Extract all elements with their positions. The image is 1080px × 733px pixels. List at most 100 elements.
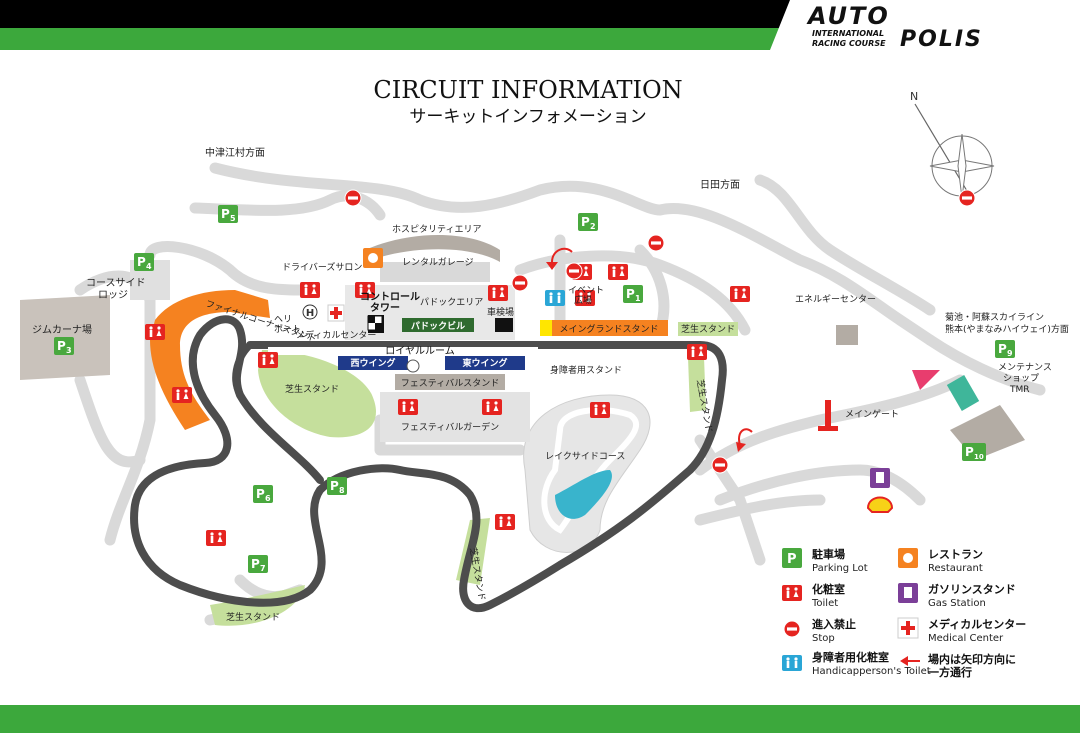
legend-handicap-toilet: 身障者用化粧室 Handicapperson's Toilet [782, 650, 931, 677]
svg-text:P: P [998, 342, 1007, 356]
logo-backdrop [770, 0, 1080, 50]
svg-text:1: 1 [635, 294, 641, 303]
royal-room-bar [268, 347, 538, 355]
race-track [130, 315, 727, 613]
parking-icon [782, 548, 802, 568]
rental-garage-block [380, 262, 490, 282]
logo-auto: AUTO [806, 2, 890, 30]
one-way-arrow-north-head [546, 262, 558, 270]
label-event-plaza-1: イベント [568, 286, 604, 296]
west-wing-box [338, 356, 408, 370]
one-way-arrow-north [551, 247, 573, 263]
svg-text:5: 5 [230, 214, 236, 223]
heliport-symbol: H [306, 308, 314, 319]
royal-room-label: ロイヤルルーム [385, 345, 454, 357]
grass-stand-main-area [678, 322, 738, 336]
legend: P 駐車場 Parking Lot レストラン Restaurant 化粧室 T… [782, 547, 1026, 679]
royal-room-roundel [406, 359, 420, 373]
svg-text:Handicapperson's Toilet: Handicapperson's Toilet [812, 666, 931, 677]
svg-text:P: P [965, 445, 974, 459]
label-rental-garage: レンタルガレージ [402, 257, 474, 268]
svg-text:ガソリンスタンド: ガソリンスタンド [928, 582, 1016, 596]
logo-tagline-1: INTERNATIONAL [812, 29, 884, 38]
handicap-toilet-marker [545, 290, 565, 306]
label-inspection: 車検場 [487, 306, 514, 318]
svg-text:駐車場: 駐車場 [812, 547, 845, 561]
label-drivers-salon: ドライバーズサロン [282, 261, 362, 273]
label-control-tower-2: タワー [370, 302, 400, 314]
legend-parking: P 駐車場 Parking Lot [782, 547, 868, 574]
svg-text:場内は矢印方向に: 場内は矢印方向に [928, 652, 1016, 666]
heliport-icon [302, 304, 318, 320]
svg-text:Restaurant: Restaurant [928, 563, 983, 574]
race-track-inner [232, 342, 253, 397]
main-gate-triangle [912, 370, 940, 390]
svg-text:Gas Station: Gas Station [928, 598, 986, 609]
logo-polis: POLIS [900, 27, 983, 52]
svg-text:P: P [787, 552, 797, 567]
svg-text:Stop: Stop [812, 633, 835, 644]
legend-restaurant: レストラン Restaurant [898, 548, 983, 574]
svg-text:8: 8 [339, 486, 345, 495]
svg-text:P: P [57, 339, 66, 353]
label-maintenance-2: ショップ [1003, 373, 1039, 384]
label-main-gate: メインゲート [845, 408, 899, 420]
svg-text:Parking Lot: Parking Lot [812, 563, 868, 574]
direction-nakatsue: 中津江村方面 [205, 146, 265, 159]
label-gymkhana: ジムカーナ場 [32, 323, 92, 336]
label-maintenance-3: TMR [1009, 385, 1030, 395]
svg-text:Medical Center: Medical Center [928, 633, 1004, 644]
label-festival-stand: フェスティバルスタンド [401, 378, 499, 389]
label-paddock-area: パドックエリア [420, 297, 483, 308]
svg-text:化粧室: 化粧室 [812, 582, 845, 596]
label-heliport-2: ポート [274, 324, 301, 335]
one-way-arrow-east [738, 428, 753, 446]
label-maintenance-1: メンテナンス [998, 362, 1052, 373]
svg-text:4: 4 [146, 262, 152, 271]
svg-text:10: 10 [974, 453, 984, 461]
compass-north: N [910, 90, 918, 103]
legend-one-way: 場内は矢印方向に 一方通行 [900, 652, 1016, 679]
label-heliport-1: ヘリ [274, 315, 292, 325]
label-event-plaza-2: 広場 [574, 294, 592, 306]
east-wing-box [445, 356, 525, 370]
logo-tagline-2: RACING COURSE [812, 39, 886, 48]
one-way-arrow-east-head [736, 442, 746, 452]
label-medical-center: メディカルセンター [296, 329, 376, 341]
direction-hita: 日田方面 [700, 178, 740, 191]
paddock-bldg-block [402, 318, 474, 332]
inspection-block [495, 318, 513, 332]
handicap-toilet-icon [782, 655, 802, 671]
gas-station-marker [870, 468, 890, 488]
svg-text:メディカルセンター: メディカルセンター [928, 617, 1026, 631]
label-lodge-2: ロッジ [98, 290, 128, 301]
hospitality-roof [365, 235, 500, 262]
restaurant-marker [363, 248, 383, 268]
svg-text:P: P [137, 255, 146, 269]
area-shapes [20, 235, 1025, 626]
main-gate-marker [825, 400, 831, 430]
svg-text:P: P [581, 215, 590, 229]
label-lakeside-course: レイクサイドコース [545, 451, 625, 462]
label-lodge-1: コースサイド [86, 277, 146, 289]
svg-text:3: 3 [66, 346, 72, 355]
east-wing-label: 東ウイング [462, 357, 507, 369]
svg-text:一方通行: 一方通行 [928, 665, 972, 679]
svg-text:7: 7 [260, 564, 266, 573]
label-paddock-bldg: パドックビル [411, 320, 465, 332]
svg-text:P: P [221, 207, 230, 221]
svg-text:6: 6 [265, 494, 271, 503]
grass-area-west [258, 350, 376, 438]
svg-text:P: P [256, 487, 265, 501]
label-grass-stand-south: 芝生スタンド [226, 611, 280, 623]
label-main-grandstand: メイングランドスタンド [559, 323, 658, 335]
label-grass-stand-west: 芝生スタンド [285, 383, 339, 395]
svg-text:レストラン: レストラン [928, 548, 983, 561]
